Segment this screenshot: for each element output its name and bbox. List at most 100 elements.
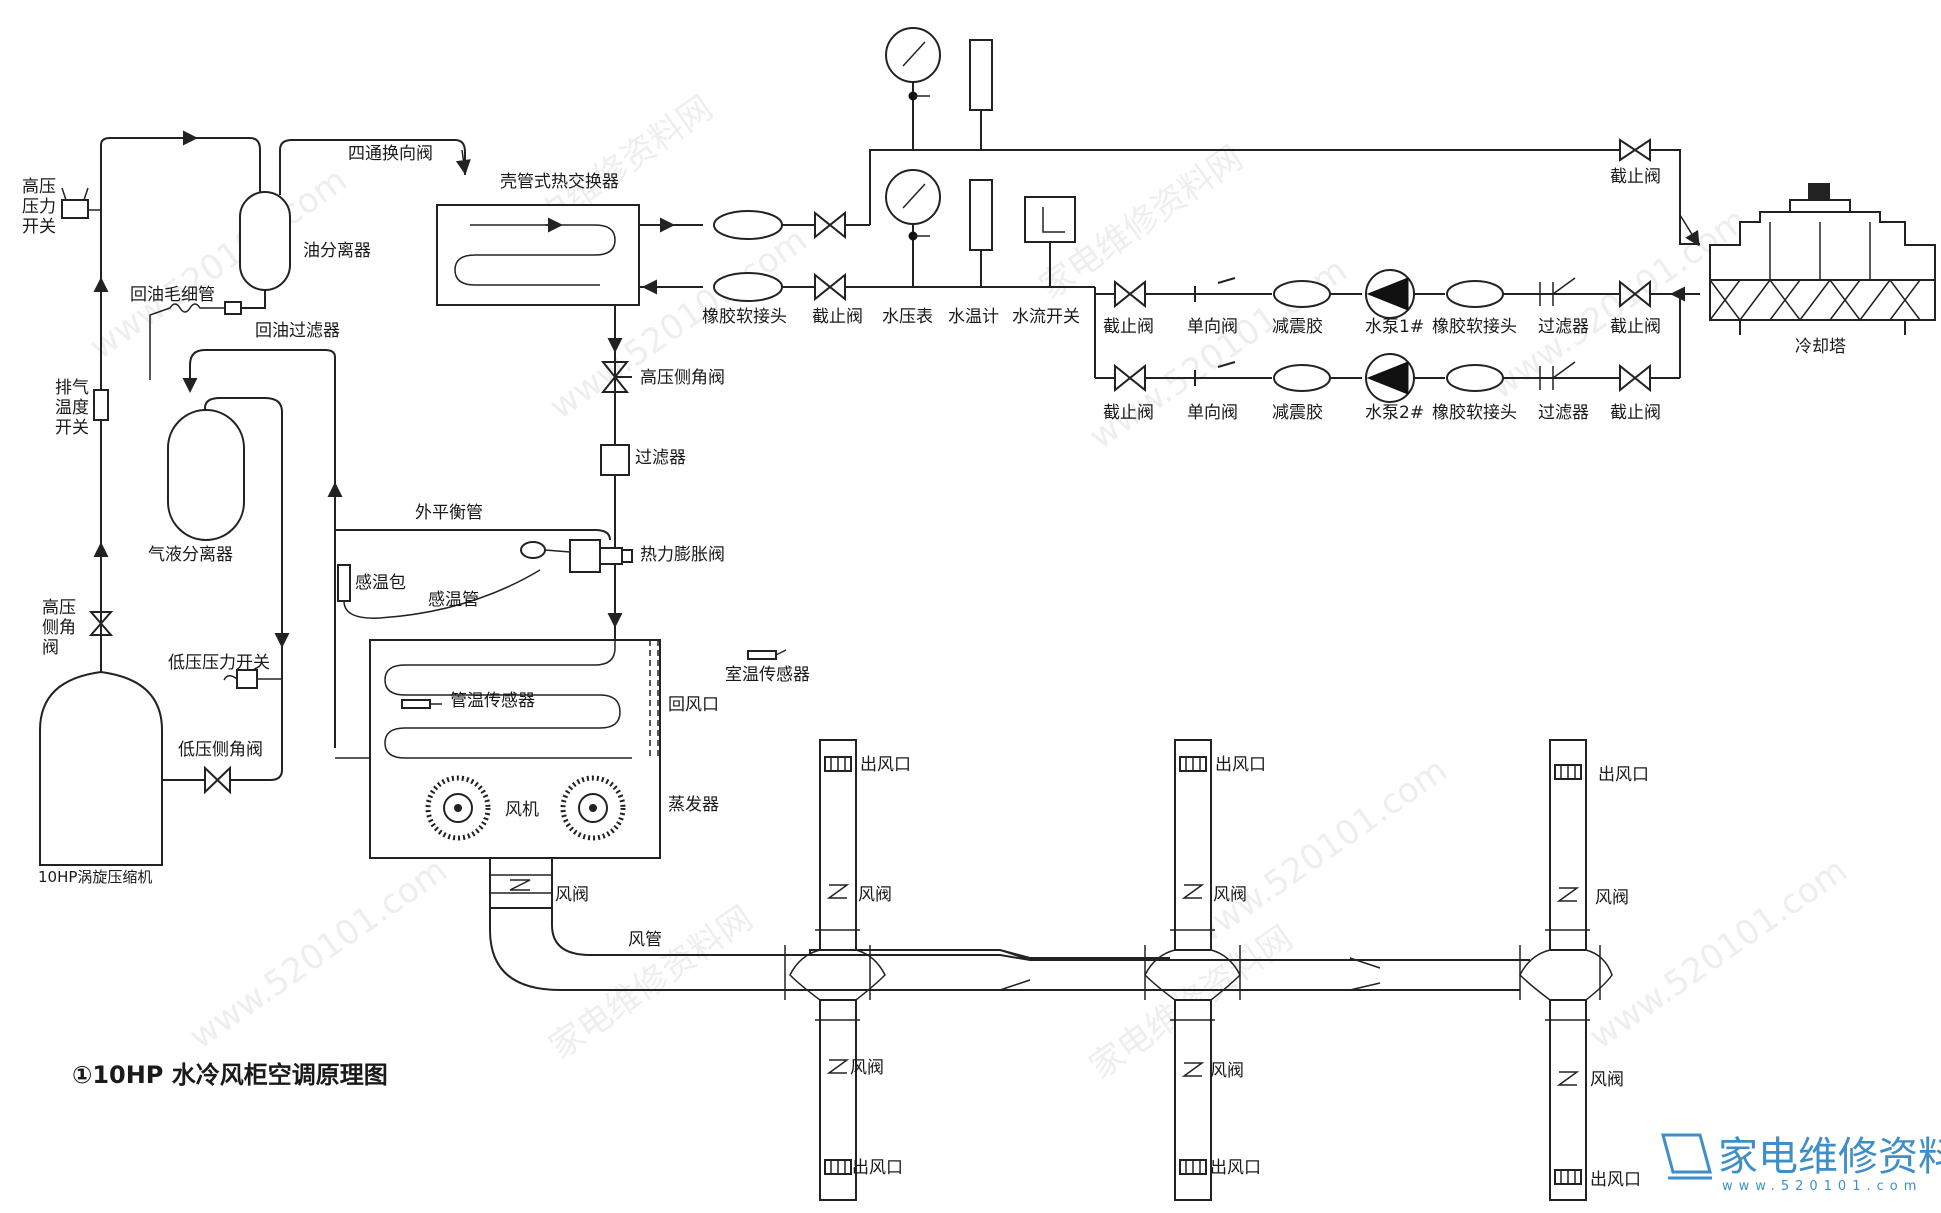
rubber-joint-2-label: 橡胶软接头 <box>1432 403 1517 423</box>
high-side-angle-valve-left <box>88 595 114 636</box>
rubber-joint-label: 橡胶软接头 <box>702 307 787 327</box>
temp-bulb <box>337 564 351 602</box>
thermometer-label: 水温计 <box>948 307 999 327</box>
damping-rubber-1 <box>1273 280 1331 308</box>
watermark-brand: 家电维修资料网 <box>542 898 760 1067</box>
high-side-angle-valve <box>600 361 630 393</box>
discharge-temp-switch <box>93 389 109 421</box>
pipe-temp-sensor-label: 管温传感器 <box>450 691 535 711</box>
high-pressure-switch-label-1: 高压 <box>22 177 56 197</box>
high-pressure-switch-label-3: 开关 <box>22 217 56 237</box>
check-valve-1 <box>1194 277 1236 302</box>
pump-branch-2 <box>1095 353 1680 403</box>
brand-name: 家电维修资料网 <box>1718 1134 1941 1180</box>
high-side-angle-valve-left-label-2: 侧角 <box>42 618 76 638</box>
rubber-joint-1 <box>1446 280 1504 308</box>
stop-valve-tower-inlet <box>1619 138 1651 162</box>
shell-tube-hx-label: 壳管式热交换器 <box>500 172 619 192</box>
four-way-valve-label: 四通换向阀 <box>348 144 433 164</box>
high-side-angle-valve-left-label-1: 高压 <box>42 598 76 618</box>
stop-valve-1b-label: 截止阀 <box>1610 317 1661 337</box>
damping-rubber-2-label: 减震胶 <box>1272 403 1323 423</box>
stop-valve-1a <box>1114 279 1146 309</box>
duct-label: 风管 <box>628 930 662 950</box>
stop-valve-top <box>814 210 846 240</box>
temp-tube-label: 感温管 <box>428 590 479 610</box>
rubber-joint-1-label: 橡胶软接头 <box>1432 317 1517 337</box>
evaporator <box>369 639 661 859</box>
pump-1-label: 水泵1# <box>1365 317 1424 337</box>
oil-return-capillary-label: 回油毛细管 <box>130 285 215 305</box>
stop-valve-2a <box>1114 363 1146 393</box>
air-outlet-4-label: 出风口 <box>852 1158 903 1178</box>
low-side-angle-valve-label: 低压侧角阀 <box>178 740 263 760</box>
cooling-tower <box>1709 183 1936 335</box>
liquid-filter <box>600 444 630 476</box>
air-outlet-2-label: 出风口 <box>1215 755 1266 775</box>
discharge-temp-switch-label-1: 排气 <box>55 378 89 398</box>
oil-separator <box>239 191 291 291</box>
strainer-1-label: 过滤器 <box>1538 317 1589 337</box>
fan <box>425 775 626 841</box>
brand-logo: 家电维修资料网 www.520101.com <box>1661 1133 1941 1194</box>
high-pressure-switch <box>61 187 101 219</box>
damper-5-label: 风阀 <box>1210 1061 1244 1081</box>
return-air-inlet-label: 回风口 <box>668 695 719 715</box>
strainer-1 <box>1539 277 1576 306</box>
thermometer-top <box>969 39 993 111</box>
strainer-2-label: 过滤器 <box>1538 403 1589 423</box>
air-outlets <box>824 756 1582 1185</box>
pipe-temp-sensor <box>401 699 431 709</box>
temp-bulb-label: 感温包 <box>355 573 406 593</box>
rubber-joint-top <box>713 210 783 240</box>
air-outlet-1-label: 出风口 <box>860 755 911 775</box>
damper-main-label: 风阀 <box>555 885 589 905</box>
flow-switch-label: 水流开关 <box>1012 307 1080 327</box>
stop-valve-1a-label: 截止阀 <box>1103 317 1154 337</box>
watermark-url: www.520101.com <box>182 850 454 1057</box>
watermark-url: www.520101.com <box>1182 750 1454 957</box>
damping-rubber-1-label: 减震胶 <box>1272 317 1323 337</box>
thermometer <box>969 179 993 251</box>
room-temp-sensor <box>747 650 777 660</box>
thermal-expansion-valve-label: 热力膨胀阀 <box>640 545 725 565</box>
damper-6-label: 风阀 <box>1590 1070 1624 1090</box>
pump-branch-1 <box>1095 269 1700 319</box>
check-valve-1-label: 单向阀 <box>1187 317 1238 337</box>
watermark-url: www.520101.com <box>1582 850 1854 1057</box>
room-temp-sensor-label: 室温传感器 <box>725 665 810 685</box>
discharge-temp-switch-label-3: 开关 <box>55 418 89 438</box>
gas-liquid-separator <box>167 409 245 541</box>
stop-valve-2b <box>1619 363 1651 393</box>
oil-return-filter-label: 回油过滤器 <box>255 321 340 341</box>
diagram-caption: ①10HP 水冷风柜空调原理图 <box>72 1061 388 1089</box>
stop-valve <box>814 272 846 302</box>
damper-2-label: 风阀 <box>1213 885 1247 905</box>
damper-4-label: 风阀 <box>850 1058 884 1078</box>
brand-url: www.520101.com <box>1722 1179 1922 1194</box>
stop-valve-2b-label: 截止阀 <box>1610 403 1661 423</box>
cooling-tower-label: 冷却塔 <box>1795 337 1846 357</box>
pressure-gauge-label: 水压表 <box>882 307 933 327</box>
stop-valve-2a-label: 截止阀 <box>1103 403 1154 423</box>
air-outlet-6-label: 出风口 <box>1590 1170 1641 1190</box>
check-valve-2 <box>1194 361 1236 386</box>
temp-bulb-coil <box>520 541 546 559</box>
high-pressure-switch-label-2: 压力 <box>22 197 56 217</box>
air-outlet-5-label: 出风口 <box>1210 1158 1261 1178</box>
rubber-joint <box>713 272 783 302</box>
high-side-angle-valve-left-label-3: 阀 <box>42 638 59 658</box>
low-side-angle-valve <box>204 765 231 795</box>
evaporator-label: 蒸发器 <box>668 795 719 815</box>
damper-1-label: 风阀 <box>858 885 892 905</box>
dampers <box>826 884 1580 1086</box>
damping-rubber-2 <box>1273 364 1331 392</box>
air-outlet-3-label: 出风口 <box>1598 765 1649 785</box>
discharge-temp-switch-label-2: 温度 <box>55 398 89 418</box>
thermal-expansion-valve <box>569 535 633 640</box>
low-pressure-switch-label: 低压压力开关 <box>168 653 270 673</box>
compressor <box>39 640 163 866</box>
stop-valve-label: 截止阀 <box>812 307 863 327</box>
rubber-joint-2 <box>1446 364 1504 392</box>
